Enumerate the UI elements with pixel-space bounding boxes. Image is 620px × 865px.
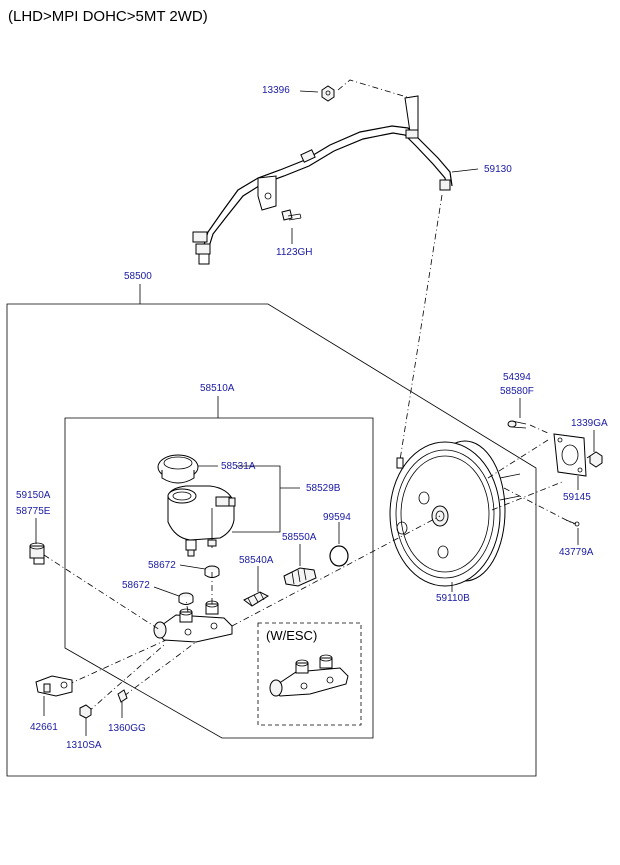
label-58531a: 58531A	[221, 461, 256, 472]
label-43779a: 43779A	[559, 547, 594, 558]
label-99594: 99594	[323, 512, 351, 523]
master-cylinder-esc	[269, 654, 349, 697]
nut-1310sa-icon	[79, 704, 92, 719]
label-58540a: 58540A	[239, 555, 274, 566]
grommet-58672-lower	[178, 592, 194, 605]
label-1360gg: 1360GG	[108, 723, 146, 734]
label-59110b: 59110B	[436, 593, 470, 604]
label-1310sa: 1310SA	[66, 740, 102, 751]
bracket-42661-icon	[35, 675, 73, 697]
assembly-frame-58510a	[64, 417, 374, 739]
fitting-58540a-icon	[243, 591, 270, 607]
label-58529b: 58529B	[306, 483, 341, 494]
clevis-pin-54394-icon	[507, 420, 527, 429]
label-58672-upper: 58672	[148, 560, 176, 571]
label-54394: 54394	[503, 372, 531, 383]
label-59145: 59145	[563, 492, 591, 503]
esc-variant-label: (W/ESC)	[266, 628, 317, 643]
assembly-frame-58500	[6, 303, 537, 777]
reservoir-assembly	[157, 454, 236, 557]
nut-1339ga-icon	[589, 451, 603, 468]
label-59130: 59130	[484, 164, 512, 175]
label-13396: 13396	[262, 85, 290, 96]
label-58580f: 58580F	[500, 386, 534, 397]
clip-43779a-icon	[565, 519, 580, 527]
master-cylinder	[153, 600, 233, 643]
brake-booster-59110b	[389, 440, 521, 587]
bolt-1123gh-icon	[281, 209, 302, 221]
vacuum-hose-assembly	[192, 85, 453, 265]
label-42661: 42661	[30, 722, 58, 733]
label-1339ga: 1339GA	[571, 418, 608, 429]
label-59150a: 59150A	[16, 490, 51, 501]
esc-variant-inset	[257, 622, 362, 726]
fitting-59150a-icon	[29, 542, 45, 565]
o-ring-99594-icon	[329, 545, 349, 567]
pressure-sensor-58550a-icon	[283, 567, 317, 587]
label-58500: 58500	[124, 271, 152, 282]
label-58550a: 58550A	[282, 532, 317, 543]
label-1123gh: 1123GH	[276, 247, 313, 258]
label-58775e: 58775E	[16, 506, 51, 517]
clip-1360gg-icon	[117, 689, 128, 703]
diagram-title: (LHD>MPI DOHC>5MT 2WD)	[8, 8, 208, 25]
gasket-59145-icon	[553, 433, 587, 477]
label-58510a: 58510A	[200, 383, 235, 394]
nut-13396-icon	[321, 85, 335, 102]
label-58672-lower: 58672	[122, 580, 150, 591]
